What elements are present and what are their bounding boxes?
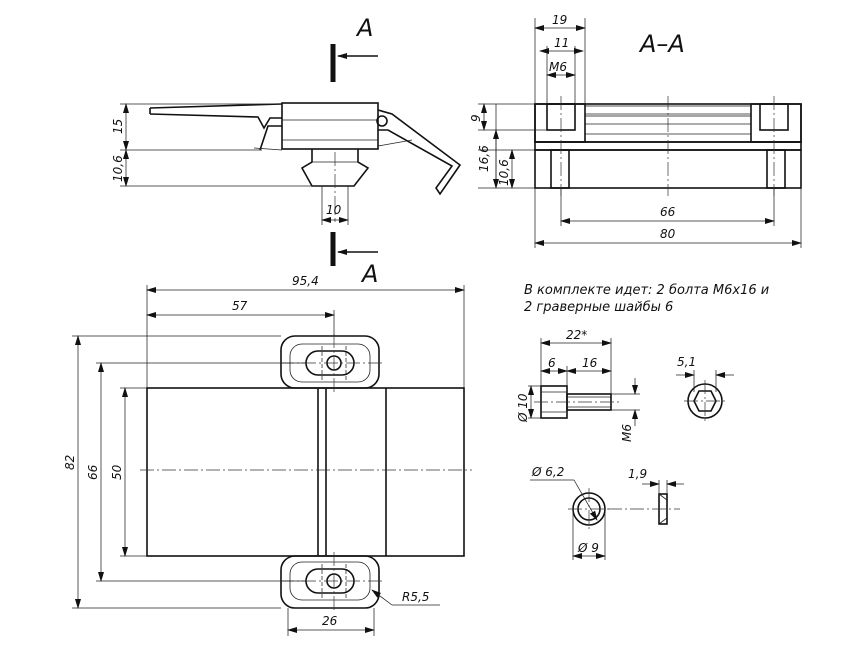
- section-dimensions: 19 11 М6 9 16,6 10,6 66 80: [469, 13, 802, 248]
- dim-80: 80: [660, 227, 676, 241]
- dim-66-plan: 66: [86, 464, 100, 480]
- dim-6-bolt: 6: [548, 356, 556, 370]
- dim-16-bolt: 16: [582, 356, 598, 370]
- section-view: [534, 96, 802, 196]
- bolt-detail: 22* 6 16 Ø 10 М6: [516, 328, 640, 442]
- dim-r5-5: R5,5: [402, 590, 429, 604]
- kit-note-line1: В комплекте идет: 2 болта М6х16 и: [524, 283, 769, 298]
- dim-10-6-side: 10,6: [111, 155, 125, 182]
- section-mark-bottom: A: [330, 232, 378, 288]
- section-title: A–A: [638, 30, 685, 58]
- dim-19: 19: [552, 13, 567, 27]
- section-letter-bottom: A: [360, 260, 378, 288]
- dim-10-side: 10: [326, 203, 342, 217]
- dim-82: 82: [63, 455, 77, 470]
- bolt-end-view: 5,1: [676, 355, 734, 422]
- side-view: [149, 102, 462, 222]
- plan-view: [140, 334, 472, 612]
- kit-note-line2: 2 граверные шайбы 6: [524, 300, 673, 315]
- dim-1-9: 1,9: [628, 467, 647, 481]
- dim-22: 22*: [566, 328, 587, 342]
- side-view-dimensions: 15 10,6 10: [111, 103, 349, 225]
- dim-dia-6-2: Ø 6,2: [531, 465, 564, 479]
- dim-11: 11: [554, 36, 569, 50]
- dim-57: 57: [232, 299, 248, 313]
- dim-15: 15: [111, 119, 125, 134]
- dim-5-1: 5,1: [677, 355, 696, 369]
- plan-dimensions: 95,4 57 82 66 50 26 R5,5: [63, 274, 465, 636]
- dim-10-6-section: 10,6: [497, 159, 511, 186]
- dim-16-6: 16,6: [477, 145, 491, 172]
- dim-95-4: 95,4: [292, 274, 319, 288]
- dim-dia-10: Ø 10: [516, 393, 530, 423]
- dim-m6-section: М6: [549, 60, 567, 74]
- dim-9-section: 9: [469, 114, 483, 122]
- dim-dia-9: Ø 9: [577, 541, 599, 555]
- dim-50: 50: [110, 464, 124, 480]
- section-mark-top: A: [330, 14, 378, 82]
- washer-detail: Ø 6,2 Ø 9 1,9: [530, 465, 684, 560]
- dim-26: 26: [322, 614, 338, 628]
- section-letter-top: A: [355, 14, 373, 42]
- dim-66-section: 66: [660, 205, 676, 219]
- dim-m6-bolt: М6: [620, 424, 634, 442]
